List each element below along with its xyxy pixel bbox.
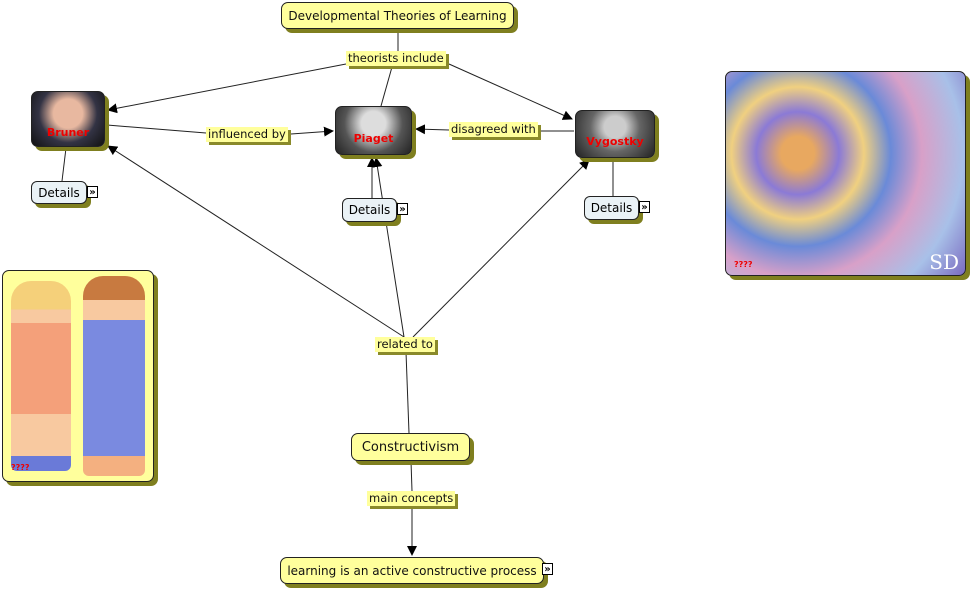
piaget-details-expand-icon[interactable]: » <box>397 203 408 215</box>
piaget-node[interactable]: Piaget <box>335 106 412 155</box>
learning-process-node[interactable]: learning is an active constructive proce… <box>280 557 544 584</box>
learning-expand-icon[interactable]: » <box>542 563 553 575</box>
bruner-label: Bruner <box>46 126 90 139</box>
vygostky-details-button[interactable]: Details <box>584 196 639 220</box>
link-related-to[interactable]: related to <box>375 337 435 352</box>
link-influenced-by[interactable]: influenced by <box>206 127 288 142</box>
children-caption: ???? <box>11 463 30 472</box>
art-signature: SD <box>929 250 959 274</box>
bruner-details-expand-icon[interactable]: » <box>87 186 98 198</box>
children-image[interactable]: ???? <box>2 270 154 482</box>
piaget-label: Piaget <box>353 132 394 145</box>
bruner-details-button[interactable]: Details <box>31 181 87 204</box>
art-image[interactable]: ???? SD <box>725 71 966 276</box>
link-theorists-include[interactable]: theorists include <box>346 51 446 66</box>
link-disagreed-with[interactable]: disagreed with <box>449 122 538 137</box>
art-caption: ???? <box>734 260 753 269</box>
constructivism-node[interactable]: Constructivism <box>351 433 470 461</box>
boy-figure <box>83 276 145 476</box>
vygostky-node[interactable]: Vygostky <box>575 110 655 158</box>
piaget-details-button[interactable]: Details <box>342 198 397 222</box>
bruner-node[interactable]: Bruner <box>31 91 105 147</box>
vygostky-label: Vygostky <box>586 135 644 148</box>
title-node[interactable]: Developmental Theories of Learning <box>281 2 514 29</box>
link-main-concepts[interactable]: main concepts <box>367 491 456 506</box>
girl-figure <box>11 281 71 471</box>
vygostky-details-expand-icon[interactable]: » <box>639 201 650 213</box>
